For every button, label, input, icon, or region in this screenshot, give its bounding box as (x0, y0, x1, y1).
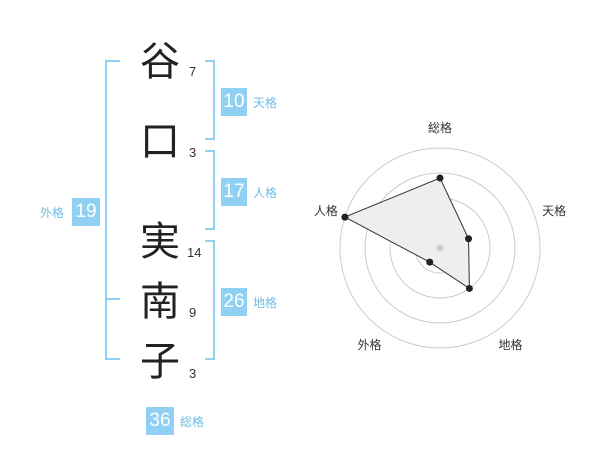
gaikaku-label: 外格 (40, 206, 65, 220)
radar-axis-label: 総格 (428, 120, 452, 135)
tenkaku-badge: 10 (221, 88, 247, 116)
name-char-3: 実 (140, 219, 180, 265)
name-char-4: 南 (140, 279, 180, 325)
radar-axis-label: 天格 (542, 203, 566, 218)
stroke-count-3: 14 (187, 245, 202, 260)
chikaku-bracket-top (205, 240, 215, 242)
jinkaku-badge: 17 (221, 178, 247, 206)
radar-grid-ring (389, 197, 491, 299)
stroke-count-4: 9 (189, 305, 197, 320)
gaikaku-bracket-mid (105, 298, 120, 300)
radar-value-polygon (343, 177, 470, 290)
radar-axis-label: 地格 (499, 337, 523, 352)
tenkaku-bracket-vertical (213, 60, 215, 140)
radar-grid-ring (364, 172, 516, 324)
gaikaku-bracket-top (105, 60, 120, 62)
name-char-1: 谷 (140, 39, 180, 85)
jinkaku-bracket-bottom (205, 228, 215, 230)
chikaku-badge: 26 (221, 288, 247, 316)
radar-axis-label: 外格 (357, 337, 381, 352)
jinkaku-bracket-top (205, 150, 215, 152)
tenkaku-bracket-bottom (205, 138, 215, 140)
radar-data-point (465, 284, 473, 292)
chikaku-bracket-bottom (205, 358, 215, 360)
radar-center-point (436, 244, 444, 252)
radar-data-point (341, 213, 349, 221)
radar-grid-ring (414, 222, 466, 274)
jinkaku-bracket-vertical (213, 150, 215, 230)
soukaku-label: 総格 (180, 415, 205, 429)
radar-data-point (426, 258, 434, 266)
jinkaku-label: 人格 (253, 186, 278, 200)
chikaku-label: 地格 (253, 296, 278, 310)
chikaku-bracket-vertical (213, 240, 215, 360)
tenkaku-bracket-top (205, 60, 215, 62)
name-char-2: 口 (140, 119, 180, 165)
radar-grid-ring (339, 147, 541, 349)
gaikaku-badge: 19 (72, 198, 100, 226)
name-char-5: 子 (140, 339, 180, 385)
soukaku-badge: 36 (146, 407, 174, 435)
gaikaku-bracket-vertical (105, 60, 107, 360)
radar-data-point (436, 174, 444, 182)
stroke-count-2: 3 (189, 145, 197, 160)
tenkaku-label: 天格 (253, 96, 278, 110)
radar-data-point (465, 235, 473, 243)
stroke-count-5: 3 (189, 366, 197, 381)
stroke-count-1: 7 (189, 64, 197, 79)
radar-axis-label: 人格 (314, 203, 338, 218)
gaikaku-bracket-bottom (105, 358, 120, 360)
